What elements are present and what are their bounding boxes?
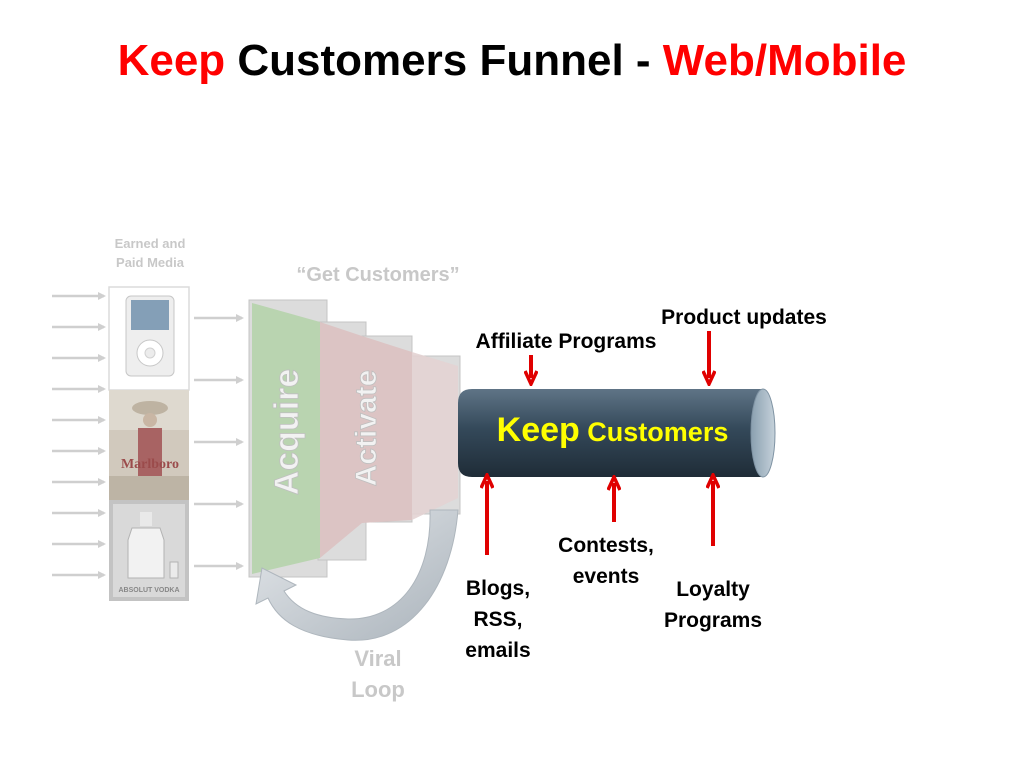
top-input-arrows [531, 331, 709, 378]
title-web-mobile: Web/Mobile [662, 36, 907, 85]
ipod-ad-image [108, 286, 190, 391]
funnel: Acquire Activate [248, 299, 461, 578]
media-images: Marlboro ABSOLUT VODKA [108, 286, 190, 601]
media-label: Earned and Paid Media [114, 236, 186, 270]
title-keep: Keep [117, 36, 226, 85]
funnel-activate-section [320, 322, 412, 558]
incoming-arrows [52, 292, 106, 579]
page-title: Keep Customers Funnel - Web/Mobile [0, 36, 1024, 86]
acquire-label: Acquire [268, 369, 306, 496]
title-middle: Customers Funnel - [225, 36, 663, 85]
funnel-tail [412, 352, 458, 520]
funnel-acquire-section [252, 303, 320, 574]
viral-loop-label: Viral Loop [351, 646, 405, 702]
viral-loop-arrow [255, 509, 459, 641]
blogs-label: Blogs, RSS, emails [465, 577, 531, 662]
marlboro-text: Marlboro [121, 457, 179, 472]
absolut-ad-image: ABSOLUT VODKA [109, 500, 189, 601]
marlboro-ad-image: Marlboro [109, 390, 189, 500]
media-to-funnel-arrows [194, 314, 244, 570]
get-customers-label: “Get Customers” [296, 264, 460, 286]
loyalty-label: Loyalty Programs [663, 578, 763, 632]
product-updates-label: Product updates [661, 306, 827, 329]
keep-customers-cylinder [458, 388, 776, 478]
cylinder-cap [750, 388, 776, 478]
keep-word: Keep [496, 411, 580, 449]
contests-label: Contests, events [558, 534, 654, 588]
customers-word: Customers [579, 417, 729, 447]
bottom-input-arrows [487, 481, 713, 555]
activate-label: Activate [350, 370, 383, 487]
affiliate-programs-label: Affiliate Programs [475, 330, 657, 353]
keep-customers-label: Keep Customers [460, 411, 765, 450]
absolut-text: ABSOLUT VODKA [118, 587, 179, 594]
